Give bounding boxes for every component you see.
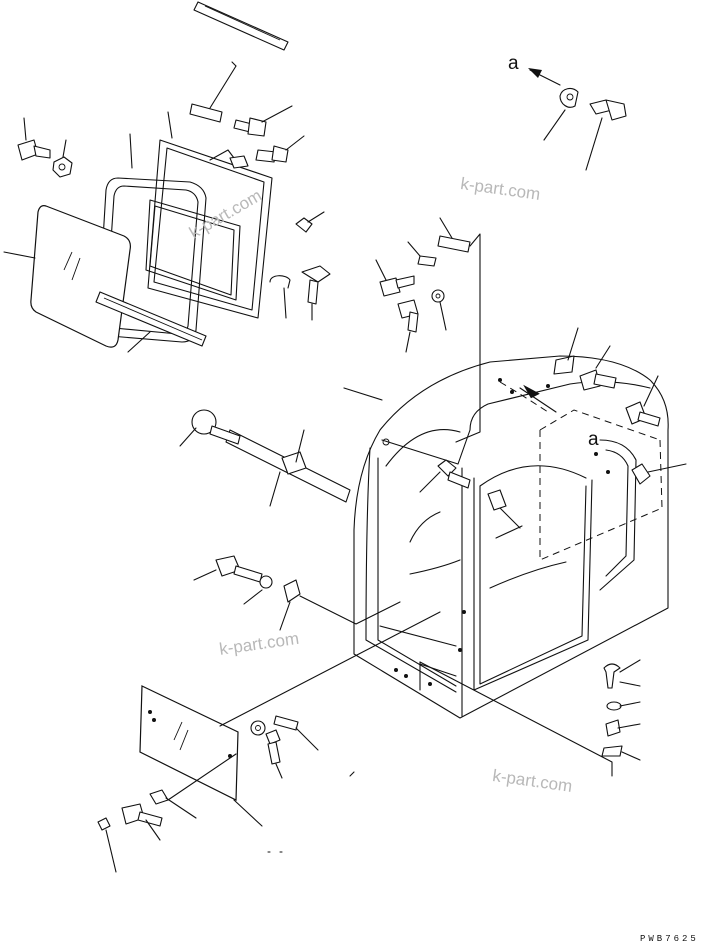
view-label-section: a	[588, 429, 599, 450]
latch-bottom	[273, 715, 319, 751]
view-label-arrow: a	[508, 53, 519, 74]
leader-tick-1	[231, 61, 237, 67]
hook-part	[269, 275, 291, 319]
bracket-right-top	[553, 327, 579, 375]
bolt-lower-1	[193, 555, 263, 583]
bolt-right-1	[579, 345, 617, 391]
drawing-id: PWB7625	[640, 934, 699, 944]
clip-middle	[407, 241, 437, 267]
bolt-left-1	[17, 117, 51, 161]
cab-body	[343, 355, 669, 719]
bracket-cab	[487, 489, 521, 529]
clip-upper	[229, 155, 249, 169]
push-pin-right	[603, 659, 641, 689]
leader-tick-2	[349, 771, 355, 777]
hinge-bar	[225, 429, 351, 507]
lock-assembly	[419, 459, 471, 493]
view-arrow-a	[528, 68, 561, 86]
bolt-mid-1	[301, 265, 331, 321]
clip-lower	[279, 579, 401, 631]
bolt-top-right	[585, 99, 627, 171]
bracket-upper	[189, 65, 237, 123]
clip-right	[631, 463, 687, 485]
clip-right-lower	[605, 719, 641, 737]
window-rail	[95, 291, 207, 353]
washer-lower	[243, 575, 273, 605]
bolt-lower-2	[121, 803, 163, 841]
pin-lower	[149, 753, 237, 819]
handle-knob	[179, 409, 241, 447]
bolt-middle-2	[397, 299, 419, 353]
bolt-middle-1	[375, 259, 415, 297]
nut-left	[52, 139, 73, 178]
clip-part-top-right	[543, 87, 579, 141]
bracket-middle	[437, 217, 481, 443]
cap-lower	[97, 817, 117, 873]
bolt-upper-2	[255, 135, 305, 163]
bolt-bottom	[265, 729, 283, 779]
screw-upper	[295, 211, 325, 233]
rubber-pad-right	[601, 745, 641, 761]
floor-plate-lines	[419, 661, 613, 777]
bolt-right-2	[625, 375, 661, 427]
bolt-upper-1	[233, 105, 293, 137]
washer-bottom	[250, 720, 266, 736]
washer-right	[606, 701, 641, 711]
top-strip-part	[193, 1, 289, 51]
window-glass-left	[3, 205, 131, 348]
window-glass-lower	[139, 611, 441, 827]
washer-middle	[431, 289, 447, 331]
